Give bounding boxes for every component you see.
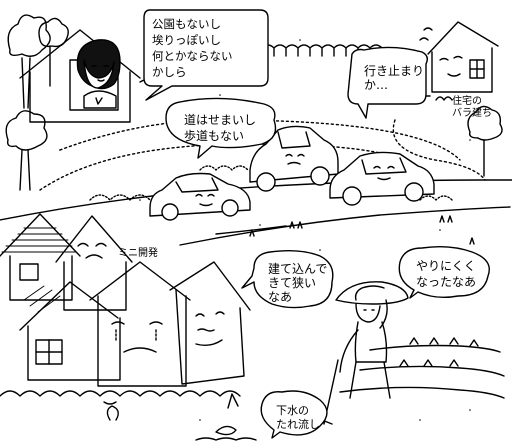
speech-bubble-outlines [143,9,490,439]
hedge [249,44,383,49]
speech-bubble-sewage: 下水の たれ流し [276,404,320,431]
dust-cloud [89,165,453,201]
speech-bubble-woman: 公園もないし 埃りっぽいし 何とかならない かしら [152,17,233,79]
farmer-with-hoe-icon [321,281,409,425]
tree-icon [7,14,69,109]
field-rows [339,337,505,399]
crying-houses-icon [0,213,251,397]
label-mini-development: ミニ開発 [118,248,158,259]
speech-bubble-dead-end: 行き止まり か… [364,64,425,92]
grass [249,215,475,245]
sad-house-icon [419,21,499,101]
speech-bubble-road: 道はせまいし 歩道もない [184,113,257,143]
label-scattered-houses: 住宅の バラ建ち [452,96,492,119]
speech-bubble-cramped: 建て込んで きて狭い なあ [268,262,328,304]
car-icon [149,125,435,221]
speech-bubble-farmer: やりにくく なったなあ [416,259,477,289]
tree-icon [5,105,503,191]
road [0,119,512,246]
woman-in-window-icon [19,29,141,123]
sewage-icon [103,393,257,441]
